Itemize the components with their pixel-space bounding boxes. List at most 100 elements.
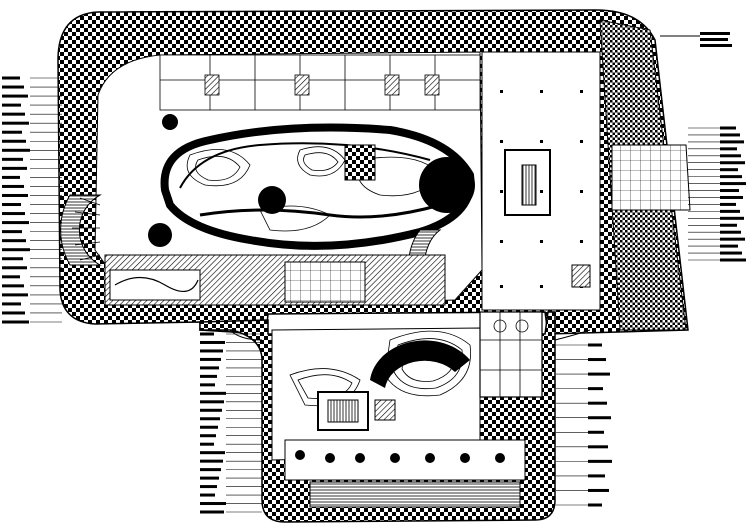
legend-label-bar — [200, 502, 226, 506]
legend-label-bar — [2, 85, 24, 89]
legend-label-bar — [588, 401, 607, 405]
legend-label-bar — [588, 459, 612, 463]
legend-label-bar — [200, 476, 219, 480]
lower-east-building — [479, 311, 543, 398]
legend-label-bar — [720, 175, 742, 179]
legend-label-bar — [200, 485, 217, 489]
west-arc-terrace — [60, 194, 102, 266]
legend-label-bar — [588, 430, 604, 434]
legend-label-bar — [720, 251, 742, 255]
legend-label-bar — [2, 139, 26, 143]
legend-label-bar — [720, 168, 738, 172]
south-steps — [309, 481, 521, 508]
legend-label-bar — [720, 140, 744, 144]
legend-label-bar — [200, 434, 216, 438]
legend-label-bar — [200, 391, 226, 395]
legend-label-bar — [2, 175, 20, 179]
legend-label-bar — [720, 230, 741, 234]
legend-top-right — [660, 32, 732, 47]
legend-label-bar — [588, 416, 611, 420]
legend-label-bar — [200, 366, 219, 370]
legend-label-bar — [2, 221, 29, 225]
legend-label-bar — [2, 257, 23, 261]
retail-frontage-bays — [159, 54, 481, 111]
legend-label-bar — [2, 239, 26, 243]
legend-label-bar — [200, 332, 214, 336]
legend-label-bar — [200, 510, 224, 514]
plaza-circle-small — [162, 114, 178, 130]
legend-label-bar — [200, 357, 221, 361]
legend-label-bar — [720, 182, 746, 186]
legend-label-bar — [200, 349, 223, 353]
legend-label-bar — [588, 503, 602, 507]
legend-label-bar — [2, 130, 22, 134]
lower-amphitheatre — [370, 340, 470, 388]
legend-label-bar — [720, 237, 745, 241]
legend-label-bar — [720, 189, 739, 193]
legend-label-bar — [2, 203, 21, 207]
legend-label-bar — [2, 212, 25, 216]
legend-label-bar — [200, 442, 214, 446]
legend-label-bar — [200, 468, 221, 472]
east-building-columns — [500, 90, 583, 288]
legend-label-bar — [588, 387, 603, 391]
legend-label-bar — [200, 340, 225, 344]
south-planter-row — [284, 439, 526, 481]
legend-label-bar — [2, 293, 28, 297]
legend-label-bar — [2, 302, 21, 306]
legend-label-bar — [200, 400, 224, 404]
legend-label-bar — [2, 284, 24, 288]
legend-label-bar — [200, 425, 218, 429]
legend-label-bar — [2, 166, 27, 170]
legend-label-bar — [200, 417, 220, 421]
legend-label-bar — [2, 148, 30, 152]
legend-label-bar — [588, 474, 605, 478]
legend-label-bar — [720, 126, 736, 130]
legend-label-bar — [200, 451, 225, 455]
legend-label-bar — [2, 248, 30, 252]
legend-label-bar — [200, 408, 222, 412]
legend-label-bar — [720, 209, 740, 213]
feature-pavilion — [344, 144, 376, 181]
legend-label-bar — [2, 121, 29, 125]
plaza-circle-west — [148, 223, 172, 247]
legend-label-bar — [200, 493, 215, 497]
legend-label-bar — [720, 216, 744, 220]
legend-label-bar — [2, 76, 20, 80]
legend-label-bar — [588, 358, 606, 362]
legend-label-bar — [2, 311, 25, 315]
legend-label-bar — [2, 157, 23, 161]
legend-label-bar — [588, 488, 609, 492]
east-core — [504, 149, 551, 216]
legend-label-bar — [720, 154, 741, 158]
legend-left — [2, 76, 62, 324]
legend-label-bar — [200, 374, 217, 378]
legend-label-bar — [2, 112, 25, 116]
legend-label-bar — [2, 103, 21, 107]
plaza-circle-mid — [258, 186, 286, 214]
legend-label-bar — [2, 266, 27, 270]
legend-label-bar — [588, 445, 608, 449]
legend-label-bar — [720, 161, 745, 165]
lawn-contours — [186, 146, 441, 232]
legend-label-bar — [2, 275, 20, 279]
legend-mid — [200, 332, 262, 514]
plaza-circle-east — [419, 157, 475, 213]
legend-label-bar — [2, 320, 29, 324]
legend-label-bar — [720, 202, 736, 206]
legend-label-bar — [2, 193, 28, 197]
legend-label-bar — [588, 343, 602, 347]
legend-right — [556, 126, 746, 507]
south-planter-circles — [295, 450, 505, 463]
legend-label-bar — [200, 459, 223, 463]
legend-label-bar — [2, 230, 22, 234]
legend-label-bar — [2, 94, 28, 98]
legend-label-bar — [720, 223, 737, 227]
south-east-arc — [554, 329, 591, 341]
legend-label-bar — [2, 184, 24, 188]
legend-label-bar — [588, 372, 610, 376]
legend-label-bar — [720, 133, 740, 137]
legend-label-bar — [200, 383, 215, 387]
legend-label-bar — [720, 195, 743, 199]
